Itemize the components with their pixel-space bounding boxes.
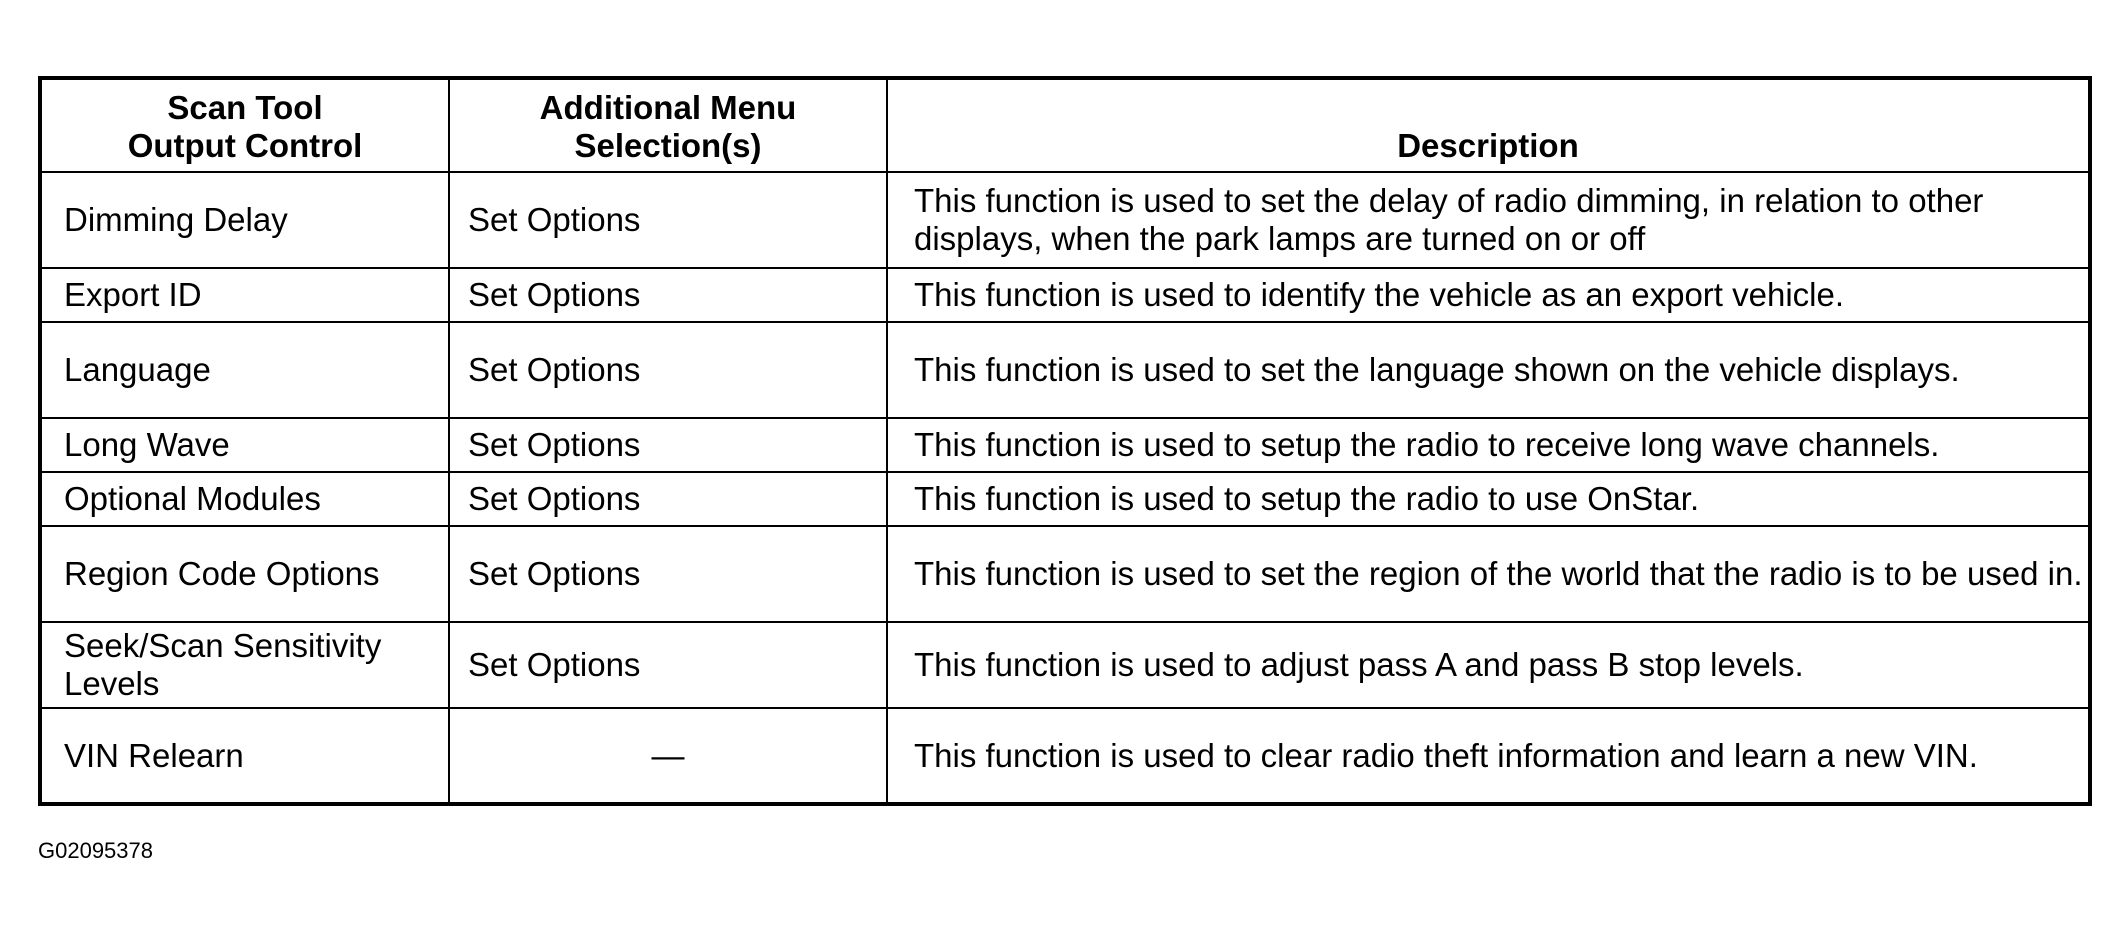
cell-menu: — <box>448 707 888 805</box>
table-row: Export ID Set Options This function is u… <box>39 267 2091 323</box>
cell-description: This function is used to set the region … <box>886 525 2091 623</box>
cell-description: This function is used to identify the ve… <box>886 267 2091 323</box>
header-additional-menu-selections: Additional Menu Selection(s) <box>448 77 888 173</box>
cell-control: Region Code Options <box>39 525 450 623</box>
cell-description: This function is used to adjust pass A a… <box>886 621 2091 709</box>
table-row: Optional Modules Set Options This functi… <box>39 471 2091 527</box>
table-row: Long Wave Set Options This function is u… <box>39 417 2091 473</box>
cell-description: This function is used to set the languag… <box>886 321 2091 419</box>
table-row: Language Set Options This function is us… <box>39 321 2091 419</box>
cell-control: Language <box>39 321 450 419</box>
cell-control: Dimming Delay <box>39 171 450 269</box>
header-scan-tool-output-control: Scan Tool Output Control <box>39 77 450 173</box>
cell-control: Optional Modules <box>39 471 450 527</box>
figure-id: G02095378 <box>38 838 153 863</box>
cell-description: This function is used to set the delay o… <box>886 171 2091 269</box>
scan-tool-output-control-table: Scan Tool Output Control Additional Menu… <box>38 76 2092 806</box>
cell-description: This function is used to setup the radio… <box>886 417 2091 473</box>
cell-menu: Set Options <box>448 621 888 709</box>
cell-menu: Set Options <box>448 171 888 269</box>
cell-control: Seek/Scan Sensitivity Levels <box>39 621 450 709</box>
cell-menu: Set Options <box>448 471 888 527</box>
cell-menu: Set Options <box>448 525 888 623</box>
cell-menu: Set Options <box>448 267 888 323</box>
header-description: Description <box>886 77 2091 173</box>
cell-menu: Set Options <box>448 417 888 473</box>
cell-control: Export ID <box>39 267 450 323</box>
cell-control: VIN Relearn <box>39 707 450 805</box>
cell-menu: Set Options <box>448 321 888 419</box>
table-row: Region Code Options Set Options This fun… <box>39 525 2091 623</box>
table-row: Seek/Scan Sensitivity Levels Set Options… <box>39 621 2091 709</box>
cell-description: This function is used to setup the radio… <box>886 471 2091 527</box>
cell-description: This function is used to clear radio the… <box>886 707 2091 805</box>
table-row: Dimming Delay Set Options This function … <box>39 171 2091 269</box>
table-header-row: Scan Tool Output Control Additional Menu… <box>39 77 2091 173</box>
table-row: VIN Relearn — This function is used to c… <box>39 707 2091 805</box>
cell-control: Long Wave <box>39 417 450 473</box>
